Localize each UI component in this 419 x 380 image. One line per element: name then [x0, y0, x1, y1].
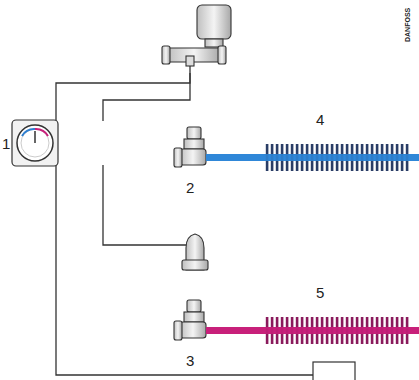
- outdoor-sensor: [313, 362, 355, 380]
- blue-pipe: [265, 154, 410, 161]
- blue-pipe: [206, 154, 419, 161]
- callout-number: 5: [316, 285, 324, 300]
- pink-pipe: [206, 327, 419, 334]
- sensor-probe: [182, 234, 208, 270]
- radiator-valve: [174, 300, 206, 340]
- callout-number: 4: [316, 112, 324, 127]
- actuator-valve: [162, 5, 231, 66]
- radiator-fins: [265, 317, 410, 344]
- callout-number: 2: [186, 180, 194, 195]
- callout-number: 1: [2, 136, 10, 151]
- callout-number: 3: [186, 353, 194, 368]
- radiator-fins: [265, 144, 410, 171]
- radiator-valve: [174, 127, 206, 167]
- watermark: DANFOSS: [404, 8, 411, 42]
- controller: [12, 120, 58, 166]
- pink-pipe: [265, 327, 410, 334]
